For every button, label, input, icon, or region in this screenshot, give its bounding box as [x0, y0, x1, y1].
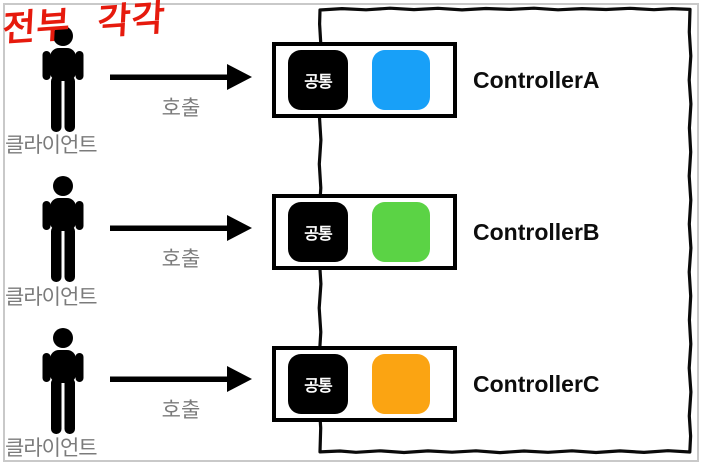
controller-name: ControllerB [473, 218, 600, 245]
client-person-icon [42, 26, 84, 132]
controller-name: ControllerC [473, 370, 600, 397]
client-label: 클라이언트 [5, 286, 98, 309]
controller-name: ControllerA [473, 66, 600, 93]
call-label: 호출 [161, 399, 201, 422]
call-arrow-icon [110, 64, 252, 90]
controller-box: 공통 [272, 346, 457, 422]
controller-color-box [372, 202, 430, 262]
common-module-label: 공통 [304, 74, 332, 91]
client-person-icon [42, 176, 84, 282]
common-module-box: 공통 [288, 202, 348, 262]
controller-row: 공통 ControllerC [272, 346, 692, 422]
controller-box: 공통 [272, 194, 457, 270]
controller-box: 공통 [272, 42, 457, 118]
controller-color-box [372, 354, 430, 414]
common-module-box: 공통 [288, 50, 348, 110]
common-module-label: 공통 [304, 378, 332, 395]
call-label: 호출 [161, 248, 201, 271]
client-label: 클라이언트 [5, 134, 98, 157]
controller-row: 공통 ControllerB [272, 194, 692, 270]
client-label: 클라이언트 [5, 437, 98, 460]
client-person-icon [42, 328, 84, 434]
common-module-label: 공통 [304, 226, 332, 243]
call-arrow-icon [110, 215, 252, 241]
controller-color-box [372, 50, 430, 110]
common-module-box: 공통 [288, 354, 348, 414]
call-arrow-icon [110, 366, 252, 392]
call-label: 호출 [161, 97, 201, 120]
controller-row: 공통 ControllerA [272, 42, 692, 118]
